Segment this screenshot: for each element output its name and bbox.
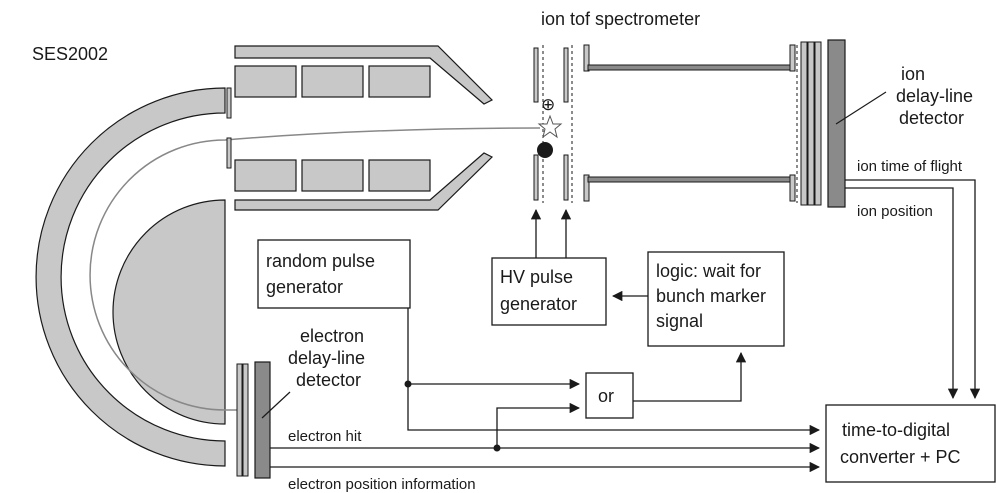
drift-tube-bottom-wall <box>587 176 792 183</box>
logic-label-1: logic: wait for <box>656 261 761 281</box>
ion-detector-pointer <box>835 91 887 125</box>
lens-element-top-3 <box>368 65 431 98</box>
hv-pulse-generator-box <box>491 257 607 326</box>
interaction-star-icon <box>537 114 563 139</box>
hv-pulse-label-2: generator <box>500 294 577 314</box>
ion-detector-label-2: delay-line <box>896 86 973 106</box>
logic-label-2: bunch marker <box>656 286 766 306</box>
extraction-plate-1-top <box>533 47 539 103</box>
electron-lens <box>226 45 494 211</box>
drift-tube-bottom-flange <box>583 174 590 202</box>
ion-mcp-3 <box>814 41 822 206</box>
electron-dot-icon <box>537 142 553 158</box>
electron-trajectory <box>89 127 541 411</box>
analyzer-outer-hemisphere <box>35 87 226 467</box>
lens-element-bottom-2 <box>301 159 364 192</box>
electron-hit-label: electron hit <box>288 428 362 445</box>
electron-detector-label-1: electron <box>300 326 364 346</box>
electron-detector <box>236 361 291 479</box>
lens-entrance-slit-bottom <box>226 137 232 169</box>
ion-position-to-tdc-arrow <box>845 187 959 400</box>
drift-tube-end-flange-top <box>789 44 796 72</box>
electron-detector-label-3: detector <box>296 370 361 390</box>
lens-element-bottom-1 <box>234 159 297 192</box>
electron-mcp-2 <box>242 363 249 477</box>
ion-mcp-2 <box>807 41 815 206</box>
or-to-logic-arrow <box>633 351 747 402</box>
analyzer-inner-hemisphere <box>112 199 226 425</box>
logic-box <box>647 251 785 347</box>
ion-mcp-1 <box>800 41 808 206</box>
analyzer-label: SES2002 <box>32 44 108 64</box>
ion-tof-label: ion time of flight <box>857 158 963 175</box>
junction-dot-random <box>404 380 412 388</box>
electron-hit-to-or-arrow <box>496 402 581 448</box>
electron-mcp-1 <box>236 363 243 477</box>
ion-tof-spectrometer <box>533 39 887 208</box>
random-pulse-label-1: random pulse <box>266 251 375 271</box>
extraction-plate-1-bottom <box>533 154 539 201</box>
electron-position-label: electron position information <box>288 476 476 493</box>
random-pulse-label-2: generator <box>266 277 343 297</box>
lens-element-top-1 <box>234 65 297 98</box>
random-pulse-generator-box <box>257 239 411 309</box>
electron-delay-line-anode <box>254 361 271 479</box>
electron-detector-label-2: delay-line <box>288 348 365 368</box>
lens-entrance-slit-top <box>226 87 232 119</box>
tdc-label-2: converter + PC <box>840 447 961 467</box>
logic-label-3: signal <box>656 311 703 331</box>
lens-element-top-2 <box>301 65 364 98</box>
junction-dot-electron-hit <box>493 444 501 452</box>
lens-cone-top <box>234 45 494 105</box>
lens-element-bottom-3 <box>368 159 431 192</box>
lens-cone-bottom <box>234 152 494 211</box>
tdc-label-1: time-to-digital <box>842 420 950 440</box>
extraction-plate-2-bottom <box>563 154 569 201</box>
ion-marker-icon: ⊕ <box>541 95 555 114</box>
hemispherical-analyzer <box>35 87 541 467</box>
extraction-plate-2-top <box>563 47 569 103</box>
or-gate-label: or <box>598 386 614 406</box>
drift-tube-top-flange <box>583 44 590 72</box>
tdc-pc-box <box>825 404 996 483</box>
ion-detector-label-3: detector <box>899 108 964 128</box>
random-pulse-to-tdc-arrow <box>407 308 821 436</box>
ion-position-label: ion position <box>857 203 933 220</box>
hv-pulse-label-1: HV pulse <box>500 267 573 287</box>
or-gate-box <box>585 372 634 419</box>
drift-tube-end-flange-bottom <box>789 174 796 202</box>
ion-detector-label-1: ion <box>901 64 925 84</box>
signal-wiring <box>270 179 981 473</box>
ion-tof-to-tdc-arrow <box>845 179 981 400</box>
electron-detector-pointer <box>261 391 291 419</box>
spectrometer-label: ion tof spectrometer <box>541 9 700 29</box>
drift-tube-top-wall <box>587 64 792 71</box>
